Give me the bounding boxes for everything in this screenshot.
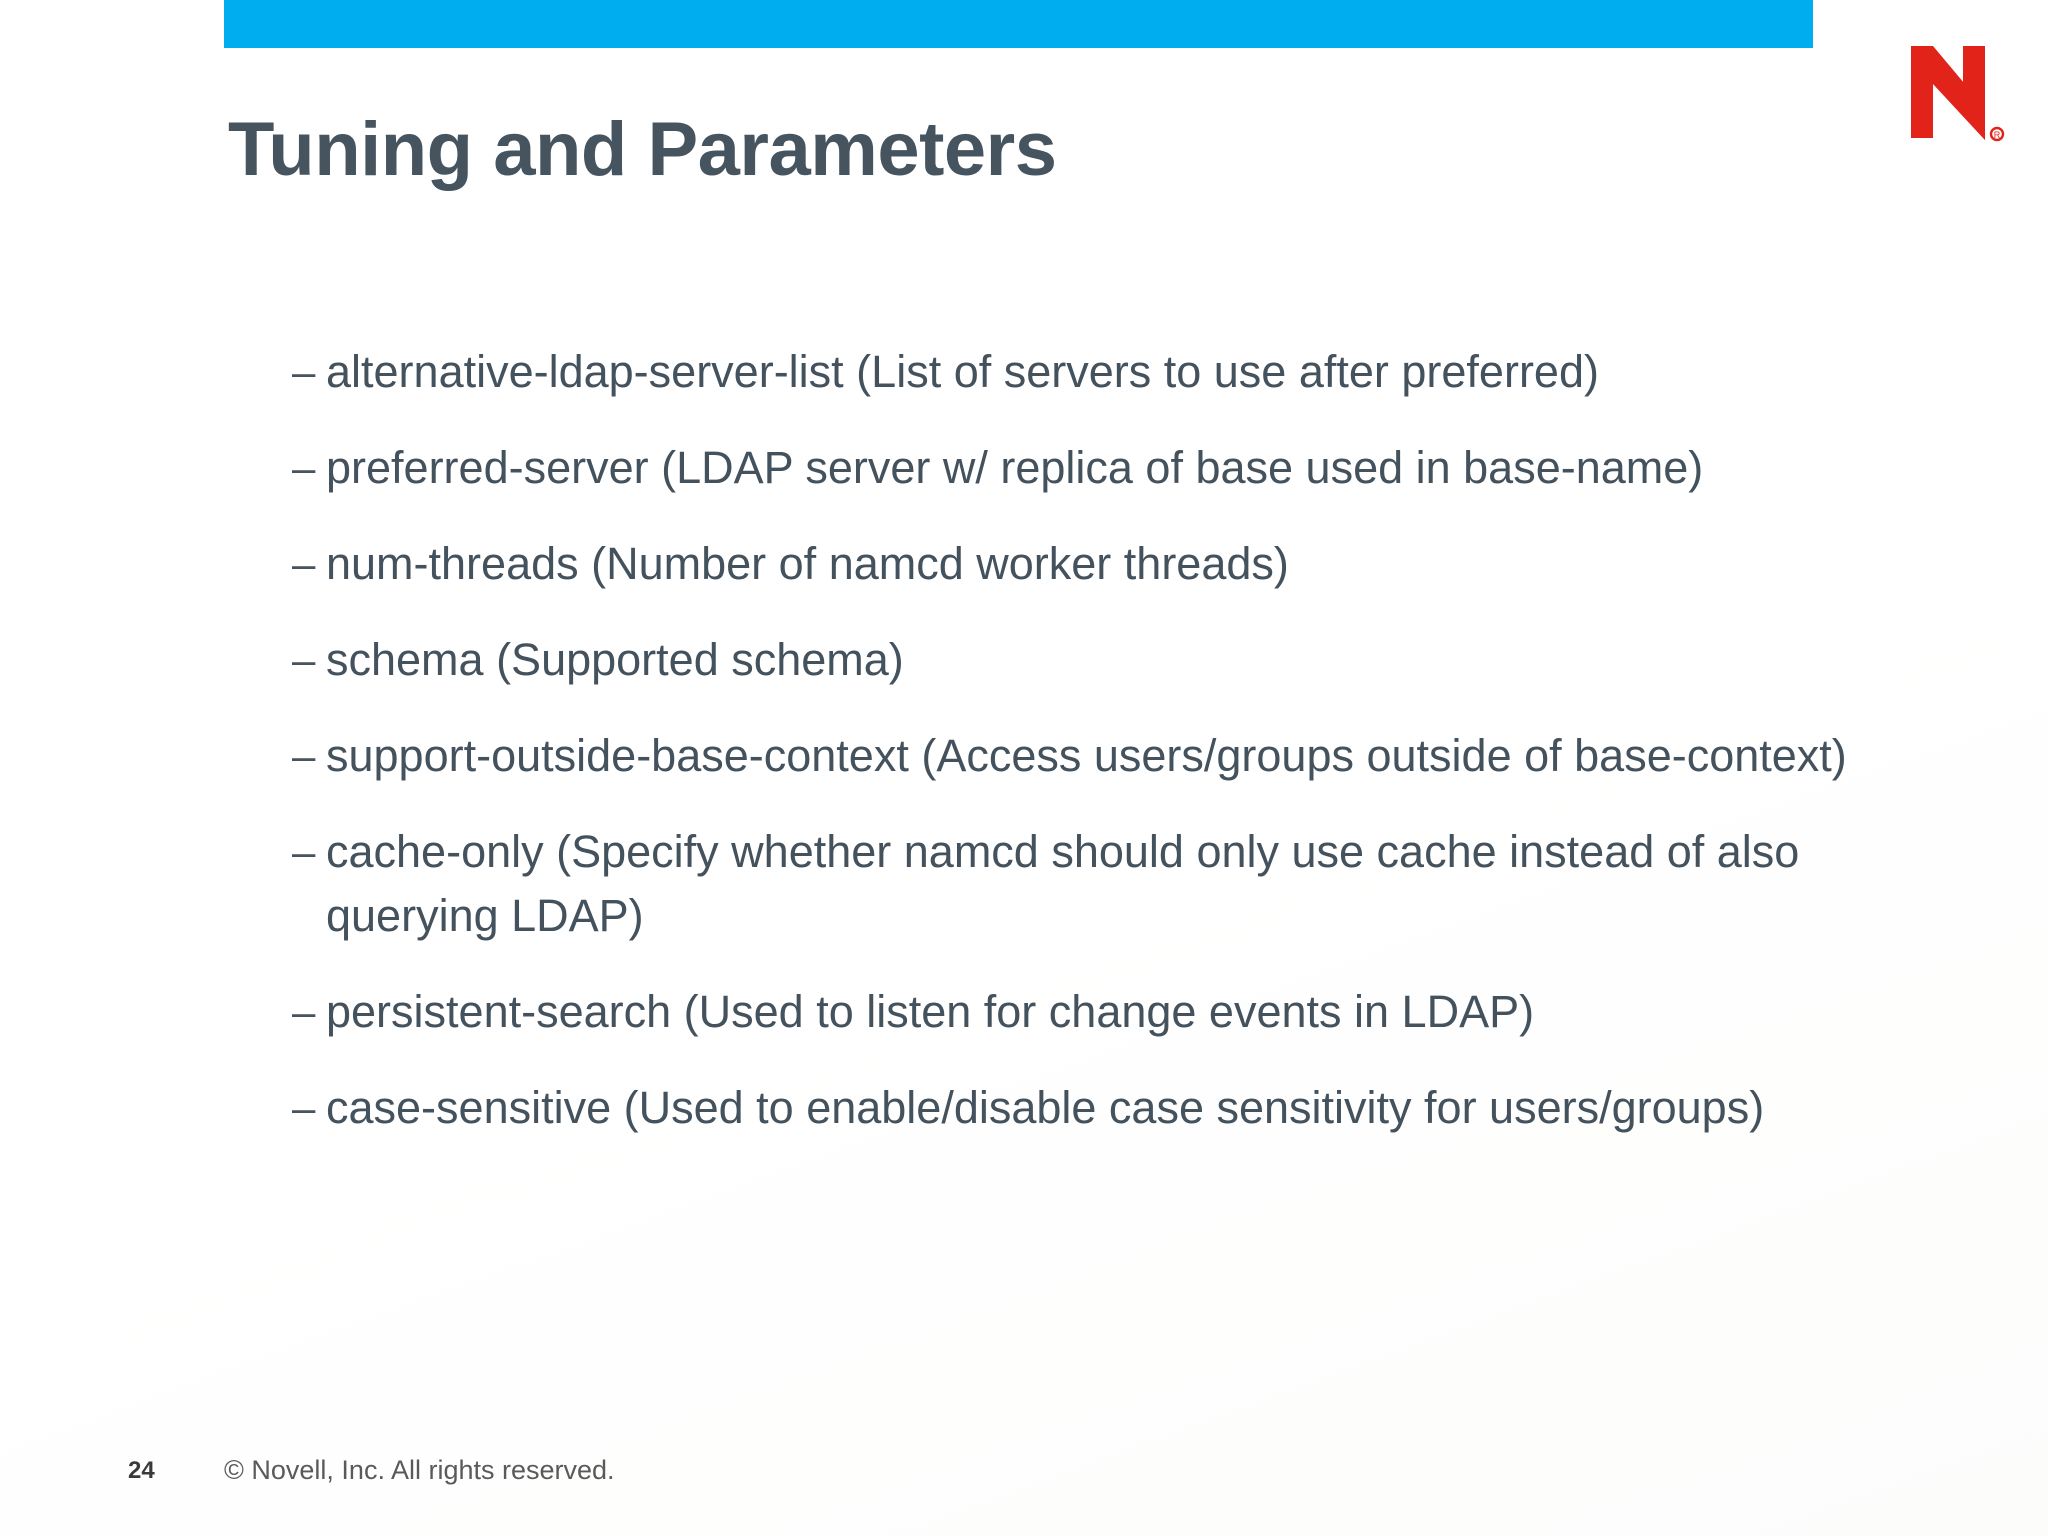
slide-number: 24 — [128, 1457, 155, 1484]
list-item: – alternative-ldap-server-list (List of … — [292, 340, 1972, 404]
list-item-label: preferred-server (LDAP server w/ replica… — [326, 442, 1704, 493]
list-item: – num-threads (Number of namcd worker th… — [292, 532, 1972, 596]
bullet-dash-icon: – — [292, 732, 316, 779]
page-title: Tuning and Parameters — [228, 107, 1057, 192]
list-item: – support-outside-base-context (Access u… — [292, 724, 1972, 788]
bullet-dash-icon: – — [292, 348, 316, 395]
bullet-dash-icon: – — [292, 988, 316, 1035]
list-item: – schema (Supported schema) — [292, 628, 1972, 692]
list-item: – persistent-search (Used to listen for … — [292, 980, 1972, 1044]
bullet-dash-icon: – — [292, 1084, 316, 1131]
copyright-notice: © Novell, Inc. All rights reserved. — [224, 1455, 615, 1485]
bullet-dash-icon: – — [292, 540, 316, 587]
list-item: – cache-only (Specify whether namcd shou… — [292, 820, 1972, 948]
list-item: – preferred-server (LDAP server w/ repli… — [292, 436, 1972, 500]
list-item-label: num-threads (Number of namcd worker thre… — [326, 538, 1289, 589]
novell-n-logo: R — [1905, 40, 2015, 146]
bullet-dash-icon: – — [292, 636, 316, 683]
list-item-label: case-sensitive (Used to enable/disable c… — [326, 1082, 1765, 1133]
list-item-label: alternative-ldap-server-list (List of se… — [326, 346, 1599, 397]
list-item-label: schema (Supported schema) — [326, 634, 904, 685]
header-accent-bar — [224, 0, 1813, 48]
bullet-dash-icon: – — [292, 828, 316, 875]
list-item-label: persistent-search (Used to listen for ch… — [326, 986, 1535, 1037]
svg-text:R: R — [1994, 130, 2001, 140]
list-item: – case-sensitive (Used to enable/disable… — [292, 1076, 1972, 1140]
list-item-label: support-outside-base-context (Access use… — [326, 730, 1847, 781]
bullet-dash-icon: – — [292, 444, 316, 491]
list-item-label: cache-only (Specify whether namcd should… — [326, 826, 1800, 941]
parameter-list: – alternative-ldap-server-list (List of … — [292, 340, 1972, 1172]
